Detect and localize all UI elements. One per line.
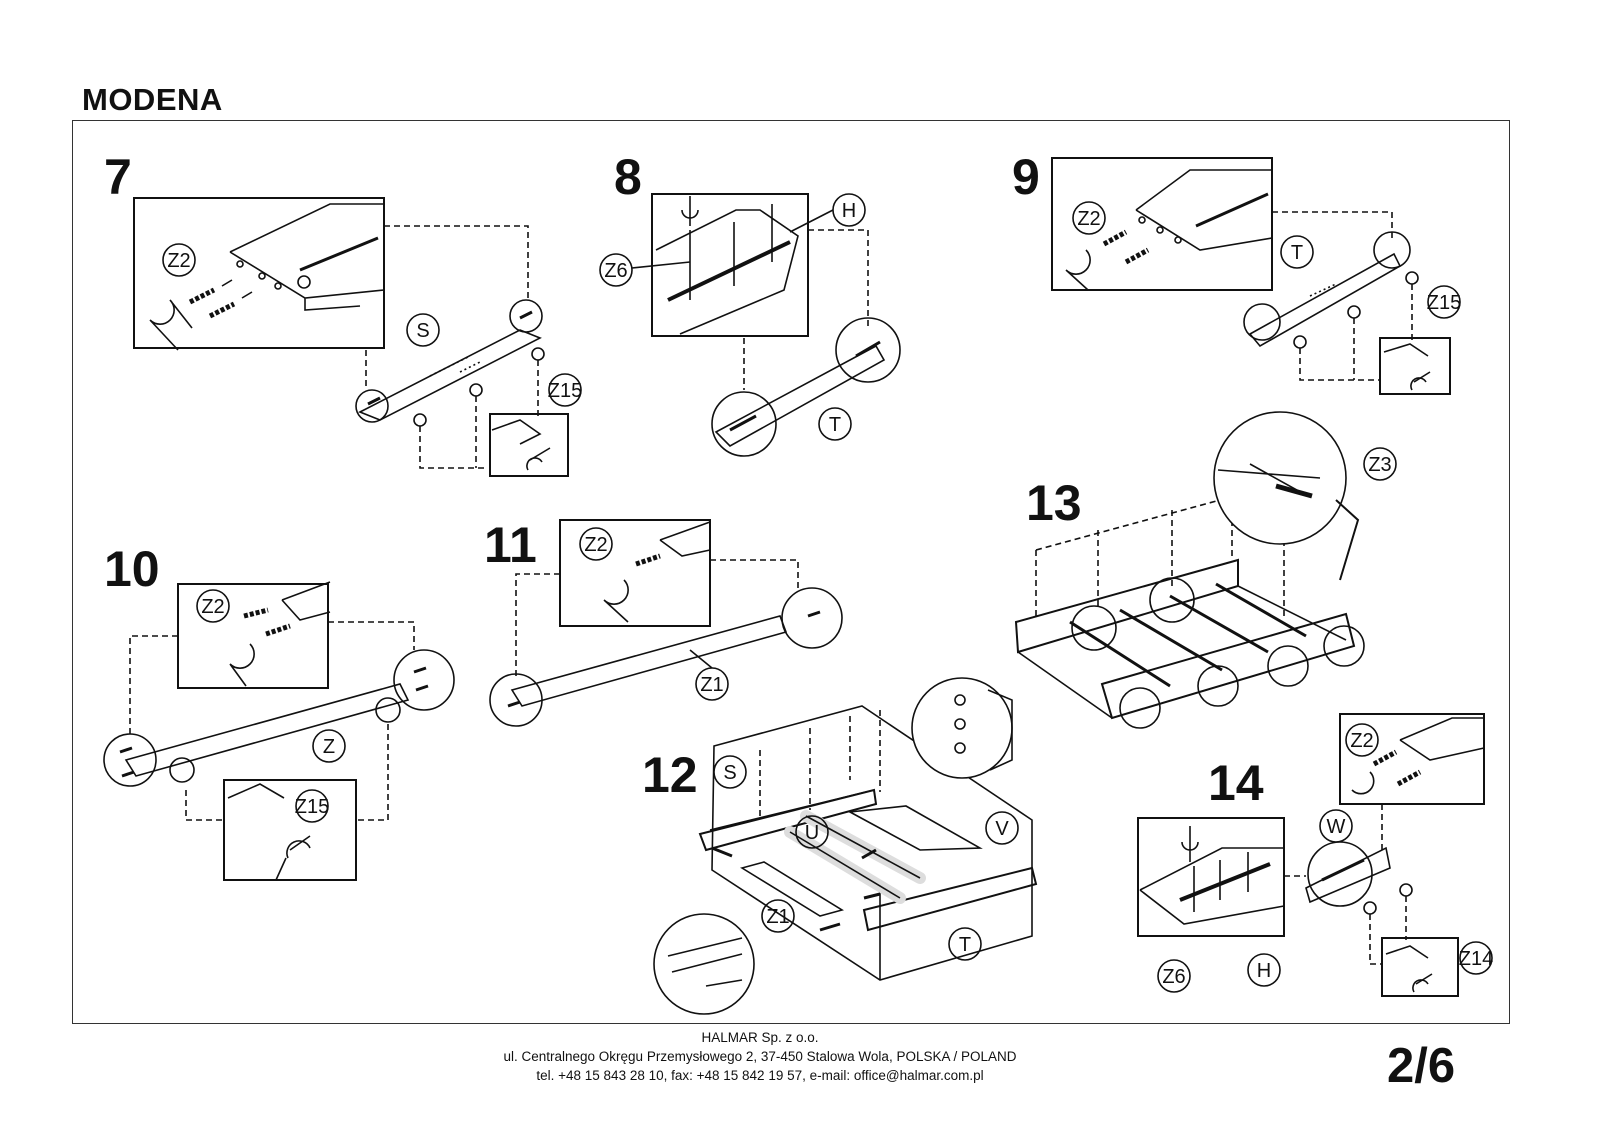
- part-label-z15-10: Z15: [295, 796, 329, 818]
- part-label-z14: Z14: [1459, 948, 1493, 970]
- part-label-t-12: T: [959, 934, 971, 956]
- step-9-diagram: Z2 T Z15: [1051, 157, 1461, 395]
- step-number-12: 12: [642, 747, 698, 803]
- part-badge-z2: [162, 243, 196, 277]
- step-13-diagram: Z3: [1014, 411, 1397, 729]
- instruction-frame: [72, 120, 1510, 1024]
- part-label-z1: Z1: [700, 674, 723, 696]
- part-label-z6-14: Z6: [1162, 966, 1185, 988]
- step-10-diagram: Z2 Z Z15: [103, 581, 455, 881]
- part-label-z2-9: Z2: [1077, 208, 1100, 230]
- footer-contact: tel. +48 15 843 28 10, fax: +48 15 842 1…: [536, 1068, 984, 1083]
- footer-company: HALMAR Sp. z o.o.: [701, 1030, 819, 1045]
- part-label-z2-11: Z2: [584, 534, 607, 556]
- part-label-h-14: H: [1257, 960, 1271, 982]
- step-number-13: 13: [1026, 475, 1082, 531]
- step-number-10: 10: [104, 541, 160, 597]
- part-label-s-12: S: [723, 762, 736, 784]
- step-number-14: 14: [1208, 755, 1264, 811]
- step-number-8: 8: [614, 149, 642, 205]
- step-number-7: 7: [104, 149, 132, 205]
- part-label-z1-12: Z1: [766, 906, 789, 928]
- part-label-z6: Z6: [604, 260, 627, 282]
- part-label-h: H: [842, 200, 856, 222]
- step-number-11: 11: [484, 517, 537, 573]
- document-title: MODENA: [82, 82, 223, 117]
- part-label-t: T: [829, 414, 841, 436]
- part-label-z15: Z15: [548, 380, 582, 402]
- part-label-z2-10: Z2: [201, 596, 224, 618]
- step-11-diagram: Z2 Z1: [489, 519, 843, 727]
- part-label-t-9: T: [1291, 242, 1303, 264]
- part-label-w: W: [1327, 816, 1346, 838]
- step-number-9: 9: [1012, 149, 1040, 205]
- part-label-s: S: [416, 320, 429, 342]
- part-label-z15-9: Z15: [1427, 292, 1461, 314]
- part-label-z: Z: [323, 736, 335, 758]
- part-label-z2: Z2: [167, 250, 190, 272]
- footer-address: ul. Centralnego Okręgu Przemysłowego 2, …: [503, 1049, 1017, 1064]
- step-7-diagram: Z2 S Z15: [133, 197, 582, 477]
- part-label-v: V: [995, 818, 1009, 840]
- step-14-diagram: Z6 H Z2 W Z14: [1137, 713, 1493, 997]
- page-number: 2/6: [1387, 1039, 1456, 1093]
- part-label-z3: Z3: [1368, 454, 1391, 476]
- part-label-u: U: [805, 822, 819, 844]
- part-label-z2-14: Z2: [1350, 730, 1373, 752]
- step-8-diagram: H Z6 T: [599, 193, 901, 457]
- step-12-diagram: S U V Z1 T: [653, 677, 1038, 1015]
